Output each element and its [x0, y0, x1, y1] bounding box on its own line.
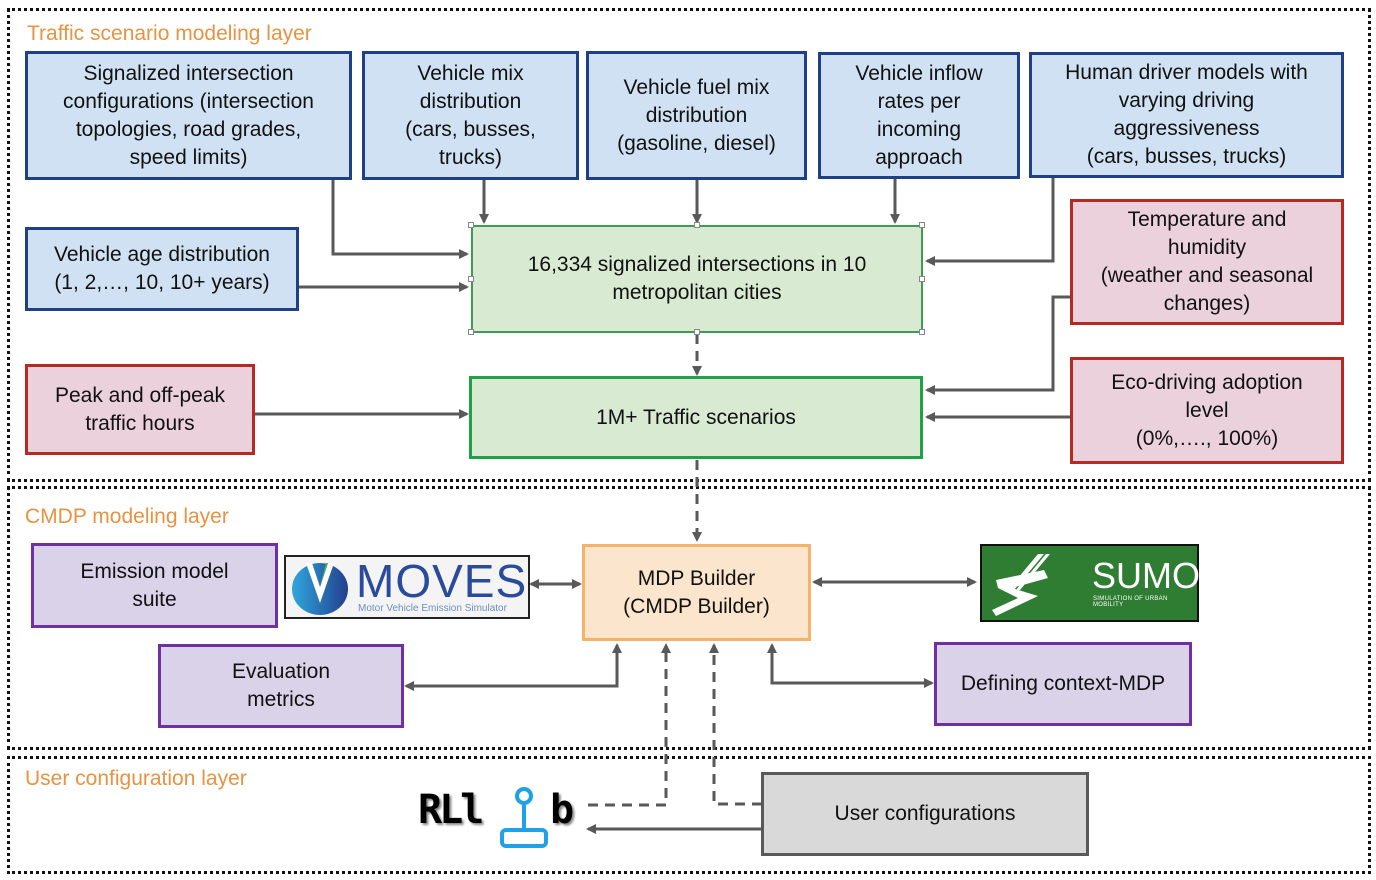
- selection-handle: [468, 276, 474, 282]
- selection-handle: [468, 329, 474, 335]
- moves-subtitle: Motor Vehicle Emission Simulator: [358, 603, 507, 614]
- signalized-intersections-box[interactable]: 16,334 signalized intersections in 10 me…: [471, 225, 923, 333]
- mdp-builder-box[interactable]: MDP Builder (CMDP Builder): [582, 544, 811, 641]
- temperature-humidity-box[interactable]: Temperature and humidity (weather and se…: [1070, 199, 1344, 325]
- emission-model-suite-box[interactable]: Emission model suite: [31, 543, 278, 628]
- cmdp-modeling-layer: [7, 486, 1371, 750]
- selection-handle: [919, 276, 925, 282]
- rllib-text-left: RLl: [418, 787, 484, 833]
- selection-handle: [919, 222, 925, 228]
- vehicle-fuel-mix-box[interactable]: Vehicle fuel mix distribution (gasoline,…: [586, 51, 807, 180]
- sumo-road-icon: [992, 554, 1050, 616]
- rllib-joystick-icon: [500, 787, 548, 848]
- moves-logo: MOVES Motor Vehicle Emission Simulator: [284, 555, 530, 619]
- evaluation-metrics-box[interactable]: Evaluation metrics: [158, 644, 404, 728]
- sumo-title: SUMO: [1092, 555, 1200, 596]
- rllib-logo: RLl b: [416, 786, 586, 856]
- selection-handle: [694, 329, 700, 335]
- vehicle-mix-distribution-box[interactable]: Vehicle mix distribution (cars, busses, …: [362, 51, 579, 180]
- human-driver-models-box[interactable]: Human driver models with varying driving…: [1029, 52, 1344, 178]
- vehicle-inflow-rates-box[interactable]: Vehicle inflow rates per incoming approa…: [818, 52, 1020, 179]
- rllib-text-right: b: [550, 787, 575, 833]
- traffic-scenarios-box[interactable]: 1M+ Traffic scenarios: [469, 376, 923, 459]
- selection-handle: [468, 222, 474, 228]
- selection-handle: [694, 222, 700, 228]
- user-configuration-layer: [7, 756, 1371, 874]
- moves-v-icon: [292, 563, 348, 615]
- signalized-intersection-config-box[interactable]: Signalized intersection configurations (…: [25, 51, 352, 180]
- user-configurations-box[interactable]: User configurations: [761, 772, 1089, 856]
- vehicle-age-distribution-box[interactable]: Vehicle age distribution (1, 2,…, 10, 10…: [25, 227, 299, 311]
- cmdp-layer-title: CMDP modeling layer: [25, 505, 229, 528]
- eco-driving-adoption-box[interactable]: Eco-driving adoption level (0%,…., 100%): [1070, 357, 1344, 464]
- traffic-scenario-layer: [7, 8, 1371, 482]
- moves-title: MOVES: [356, 555, 528, 607]
- defining-context-mdp-box[interactable]: Defining context-MDP: [934, 642, 1192, 726]
- selection-handle: [919, 329, 925, 335]
- traffic-layer-title: Traffic scenario modeling layer: [27, 22, 312, 45]
- sumo-subtitle: SIMULATION OF URBAN MOBILITY: [1093, 596, 1168, 608]
- peak-off-peak-hours-box[interactable]: Peak and off-peak traffic hours: [25, 364, 255, 455]
- sumo-logo: SUMO SIMULATION OF URBAN MOBILITY: [980, 544, 1200, 622]
- user-layer-title: User configuration layer: [25, 767, 247, 790]
